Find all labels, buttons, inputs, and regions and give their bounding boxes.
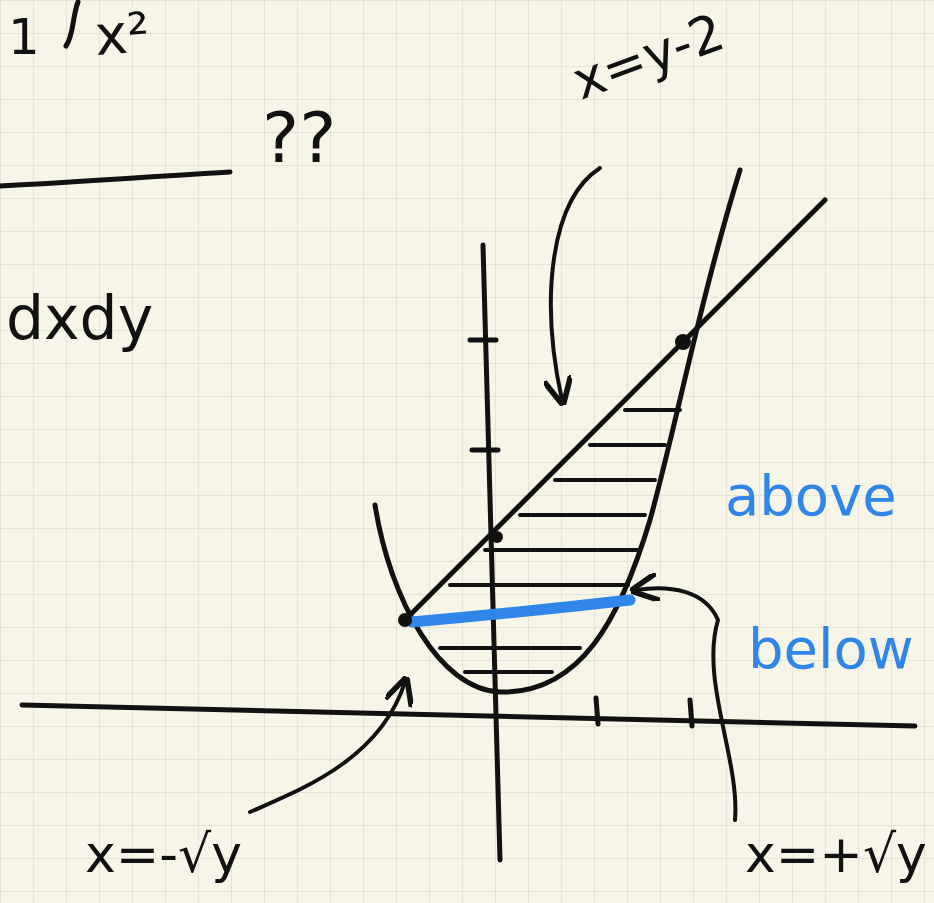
curve-label: x=-√y	[85, 826, 242, 883]
leader-arrow	[636, 588, 735, 820]
integration-strip	[412, 600, 630, 622]
intersection-point	[398, 613, 412, 627]
axis-tick	[470, 340, 498, 450]
formula-fragment: x²	[93, 2, 152, 66]
integral-fragment	[66, 2, 78, 46]
leader-arrow	[551, 168, 600, 400]
fraction-bar	[0, 172, 230, 186]
axis-tick	[596, 698, 692, 726]
region-note: below	[748, 618, 914, 680]
question-marks: ??	[262, 100, 336, 177]
line-curve	[405, 200, 825, 620]
region-note: above	[725, 465, 897, 527]
intercept-point	[491, 531, 503, 543]
y-axis	[483, 245, 500, 860]
curve-label: x=+√y	[745, 826, 927, 883]
leader-arrow	[250, 682, 405, 812]
formula-fragment: 1	[8, 10, 40, 65]
x-axis	[22, 705, 915, 726]
region-hatching	[440, 410, 680, 672]
curve-label: x=y-2	[565, 3, 731, 110]
intersection-point	[675, 334, 691, 350]
differential-label: dxdy	[6, 285, 153, 351]
